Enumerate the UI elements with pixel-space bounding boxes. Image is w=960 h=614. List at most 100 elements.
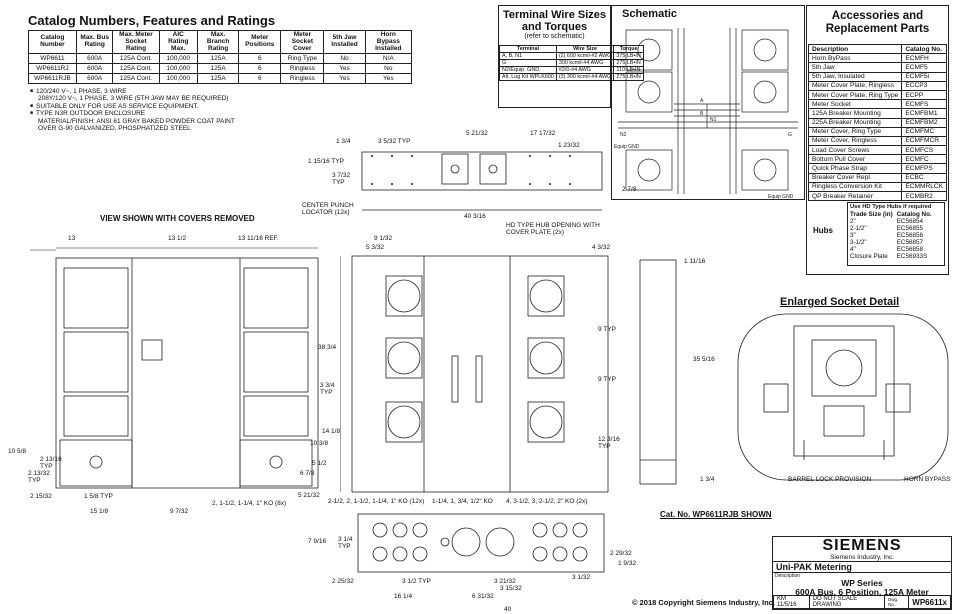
table-cell: ECMFS <box>901 99 948 110</box>
label-n2: N2 <box>620 132 627 138</box>
dim-label: 6 7/8 <box>300 470 315 477</box>
table-cell: ECMFC <box>901 154 948 165</box>
dim-label: 1 11/16 <box>684 258 706 265</box>
terminal-subtitle: (refer to schematic) <box>524 33 585 40</box>
dim-label: 5 21/32 <box>466 130 488 137</box>
table-cell: ECPP <box>901 89 948 101</box>
label-equip-gnd-2: Equip GND <box>768 194 794 200</box>
table-cell: 600A <box>75 53 114 65</box>
table-cell: ECMBR2 <box>901 190 948 202</box>
col-description: Description <box>807 43 903 55</box>
table-cell: WP6611RJ <box>28 63 77 75</box>
col-bus-rating: Max. Bus Rating <box>75 29 114 55</box>
col-positions: Meter Positions <box>238 29 282 55</box>
side-view <box>639 259 677 485</box>
table-cell: Yes <box>323 73 366 85</box>
dim-label: 2 13/32 TYP <box>28 470 50 484</box>
table-cell: N2/Equip. GND. <box>499 66 557 74</box>
dim-label: 5 21/32 <box>298 492 320 499</box>
dim-label: 12 3/16 TYP <box>598 436 620 450</box>
table-row: 2-1/2"EC56855 <box>848 225 934 232</box>
scale-note: DO NOT SCALE DRAWING <box>808 595 885 609</box>
dim-label: 2 29/32 <box>610 550 632 557</box>
table-cell: Yes <box>364 73 413 85</box>
table-cell: 125A <box>197 63 240 75</box>
col-5th-jaw: 5th Jaw Installed <box>323 29 366 55</box>
table-cell: 3" <box>850 232 856 239</box>
table-cell: 225A Breaker Mounting <box>807 117 903 128</box>
table-cell: QP Breaker Retainer <box>807 190 903 202</box>
table-cell: Meter Socket <box>807 99 903 110</box>
accessories-title: Accessories and Replacement Parts <box>825 10 930 35</box>
table-cell: Ringless <box>280 63 325 75</box>
table-cell: (2) 600 kcmil-#2 AWG <box>555 52 615 60</box>
table-cell: 600A <box>75 73 114 85</box>
table-cell: 125A <box>197 53 240 65</box>
table-cell: 3-1/2" <box>850 239 867 246</box>
table-cell: Closure Plate <box>850 253 888 260</box>
dim-label: 1 15/16 TYP <box>308 158 345 165</box>
dim-label: 13 <box>68 235 76 242</box>
table-cell: ECMF5 <box>901 62 948 73</box>
dim-label: 1 5/8 TYP <box>84 493 113 500</box>
dim-label: 13 1/2 <box>168 235 187 242</box>
table-cell: 275 LB•IN <box>613 73 644 81</box>
dim-label: 13 11/16 REF. <box>238 235 279 242</box>
terminal-title: Terminal Wire Sizes and Torques <box>502 9 606 33</box>
dim-label: 40 <box>504 606 512 613</box>
schematic-box: Schematic A B N1 N2 G <box>611 5 805 200</box>
dim-label: 3 21/32 <box>494 578 516 585</box>
table-row: Breaker Cover Repl.ECBC <box>807 172 948 183</box>
table-cell: WP6611 <box>28 53 77 65</box>
dim-label: 2 15/32 <box>30 493 52 500</box>
product-name: Uni-PAK Metering <box>773 561 951 572</box>
dim-label: 1 23/32 <box>558 142 580 149</box>
ko-note-single: 1-1/4, 1, 3/4, 1/2" KO <box>432 498 493 505</box>
table-cell: EC56933S <box>896 253 928 260</box>
ko-note-8x: 2, 1-1/2, 1-1/4, 1" KO (8x) <box>212 500 287 507</box>
table-cell: Yes <box>323 63 366 75</box>
dim-label: 16 1/4 <box>394 593 413 600</box>
table-cell: ECMFH <box>901 53 948 64</box>
ko-note-12x: 2-1/2, 2, 1-1/2, 1-1/4, 1" KO (12x) <box>328 498 425 505</box>
schematic-title: Schematic <box>622 8 678 20</box>
covers-removed-caption: VIEW SHOWN WITH COVERS REMOVED <box>100 214 255 223</box>
table-cell: 600A <box>75 63 114 75</box>
dim-label: 35 5/16 <box>693 356 715 363</box>
catalog-title: Catalog Numbers, Features and Ratings <box>28 13 276 28</box>
table-cell: 2" <box>850 218 856 225</box>
copyright: © 2018 Copyright Siemens Industry, Inc. <box>632 598 775 607</box>
dim-label: 14 1/8 <box>322 428 341 435</box>
dim-label: 1 9/32 <box>618 560 637 567</box>
dim-label: 2 7/8 <box>622 186 637 193</box>
table-row: 3"EC56856 <box>848 232 934 239</box>
table-cell: N/A <box>364 53 413 65</box>
ko-note-2x: 4, 3-1/2, 3, 2-1/2, 2" KO (2x) <box>506 498 588 505</box>
dim-label: 4 3/32 <box>592 244 611 251</box>
col-terminal: Terminal <box>499 45 557 53</box>
table-cell: ECCP3 <box>901 80 948 91</box>
table-cell: Meter Cover Plate, Ringless <box>807 80 903 91</box>
dim-label: 7 9/16 <box>308 538 327 545</box>
table-cell: No <box>364 63 413 75</box>
dim-label: 6 31/32 <box>472 593 494 600</box>
table-cell: ECMF5i <box>901 71 948 82</box>
table-cell: 6 <box>238 73 282 85</box>
col-wire: Wire Size <box>555 45 615 53</box>
dim-label: 17 17/32 <box>530 130 556 137</box>
barrel-lock-label: BARREL LOCK PROVISION <box>788 476 872 483</box>
terminal-box: Terminal Wire Sizes and Torques (refer t… <box>498 5 644 108</box>
hubs-box: Use HD Type Hubs if required Trade Size … <box>847 202 945 266</box>
note-line: 208Y/120 V~, 1 PHASE, 3 WIRE (5TH JAW MA… <box>38 95 229 103</box>
title-block: SIEMENS Siemens Industry, Inc. Uni-PAK M… <box>772 536 952 610</box>
dim-label: 15 1/8 <box>90 508 109 515</box>
note-line: OVER G-90 GALVANIZED, PHOSPHATIZED STEEL <box>38 125 191 133</box>
table-cell: 300 kcmil-#4 AWG <box>555 59 615 67</box>
